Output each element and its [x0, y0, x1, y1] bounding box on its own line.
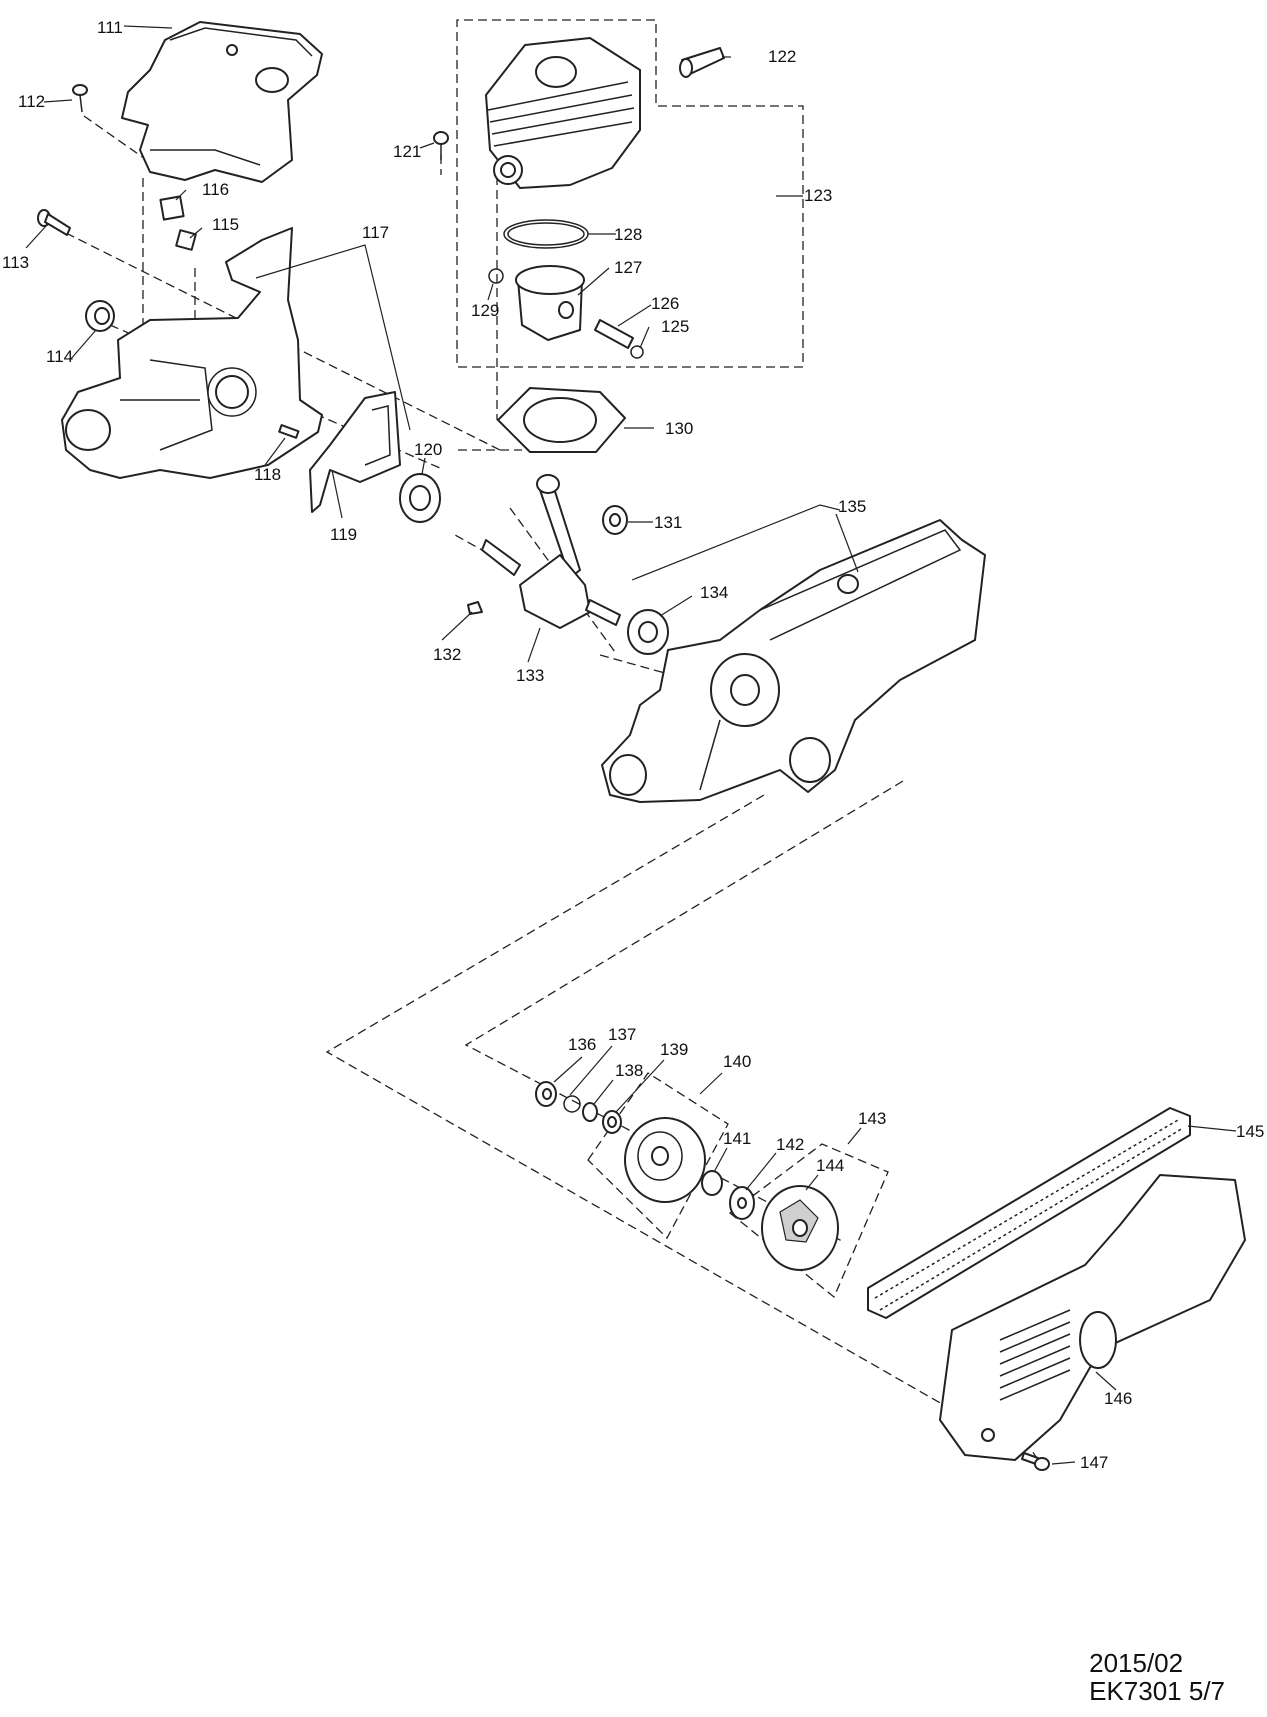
crankcase-gasket-part	[309, 391, 401, 513]
flat-washer-part	[729, 1186, 755, 1220]
part-label-127: 127	[614, 258, 642, 277]
part-label-143: 143	[858, 1109, 886, 1128]
part-label-141: 141	[723, 1129, 751, 1148]
nut-part	[175, 229, 197, 251]
part-label-112: 112	[18, 92, 45, 111]
part-label-145: 145	[1236, 1122, 1264, 1141]
part-label-146: 146	[1104, 1389, 1132, 1408]
part-label-114: 114	[46, 347, 73, 366]
part-label-133: 133	[516, 666, 544, 685]
washer-part	[582, 1102, 598, 1122]
oil-seal-right-part	[535, 1081, 557, 1107]
piston-part	[515, 265, 585, 341]
part-label-118: 118	[254, 465, 281, 484]
part-label-113: 113	[2, 253, 29, 272]
oil-seal-left-part	[85, 300, 115, 332]
decompression-valve-part	[679, 47, 725, 78]
circlip-part	[630, 345, 644, 359]
clutch-needle-bearing-part	[701, 1170, 723, 1196]
part-label-136: 136	[568, 1035, 596, 1054]
part-label-142: 142	[776, 1135, 804, 1154]
v-belt-part	[867, 1107, 1191, 1319]
cylinder-gasket-part	[497, 387, 626, 453]
dashed-guides	[65, 19, 1041, 1464]
clutch-drum-part	[624, 1117, 706, 1203]
crankcase-bolt-part	[37, 209, 71, 236]
ball-bearing-right-part	[627, 609, 669, 655]
model-page-number: EK7301 5/7	[1089, 1676, 1225, 1706]
piston-pin-part	[594, 319, 634, 349]
retaining-ring-part	[563, 1095, 581, 1113]
cover-screw-part	[72, 84, 88, 113]
part-label-140: 140	[723, 1052, 751, 1071]
drawing-date: 2015/02	[1089, 1648, 1184, 1678]
woodruff-key-part	[467, 601, 483, 615]
part-label-116: 116	[202, 180, 229, 199]
part-label-137: 137	[608, 1025, 636, 1044]
part-label-119: 119	[330, 525, 357, 544]
part-label-134: 134	[700, 583, 728, 602]
part-label-125: 125	[661, 317, 689, 336]
part-label-144: 144	[816, 1156, 844, 1175]
part-label-128: 128	[614, 225, 642, 244]
part-label-123: 123	[804, 186, 832, 205]
part-label-117: 117	[362, 223, 389, 242]
part-number-labels: 111 112 113 114 115 116 117 118 119 120 …	[2, 18, 1264, 1472]
clutch-shoe-part	[761, 1185, 839, 1271]
belt-guard-part	[939, 1174, 1246, 1461]
pad-part	[159, 195, 185, 221]
part-label-147: 147	[1080, 1453, 1108, 1472]
guard-screw-part	[1021, 1452, 1050, 1471]
part-label-139: 139	[660, 1040, 688, 1059]
ball-bearing-left-part	[399, 473, 441, 523]
part-label-132: 132	[433, 645, 461, 664]
part-label-135: 135	[838, 497, 866, 516]
thrust-washer-part	[602, 1110, 622, 1134]
part-label-129: 129	[471, 301, 499, 320]
part-label-122: 122	[768, 47, 796, 66]
part-label-111: 111	[97, 18, 123, 37]
crankshaft-part	[481, 474, 621, 629]
circlip-small-part	[488, 268, 504, 284]
drawing-footer: 2015/02 EK7301 5/7	[1089, 1649, 1225, 1705]
needle-bearing-part	[602, 505, 628, 535]
cylinder-part	[485, 37, 641, 189]
cylinder-cover-part	[121, 21, 323, 183]
part-label-115: 115	[212, 215, 239, 234]
piston-ring-part	[503, 219, 589, 249]
part-label-121: 121	[393, 142, 421, 161]
part-label-126: 126	[651, 294, 679, 313]
crankcase-left-part	[61, 227, 323, 479]
part-label-138: 138	[615, 1061, 643, 1080]
part-label-131: 131	[654, 513, 682, 532]
crankcase-right-part	[601, 519, 986, 803]
part-label-130: 130	[665, 419, 693, 438]
cylinder-screw-part	[433, 131, 449, 160]
part-label-120: 120	[414, 440, 442, 459]
leader-lines	[25, 25, 1237, 1465]
dowel-pin-part	[278, 424, 300, 439]
